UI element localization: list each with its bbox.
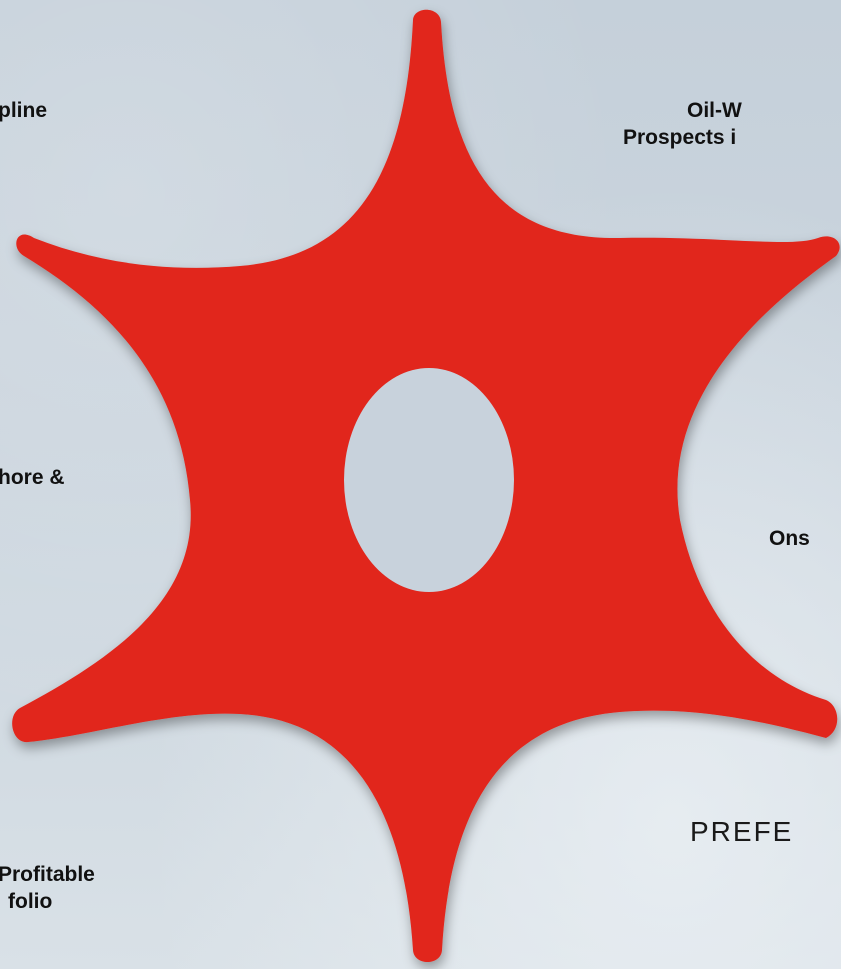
- label-middle-left-text: hore &: [0, 466, 65, 489]
- footer-text: PREFE: [690, 816, 794, 847]
- label-top-left-text: pline: [0, 99, 48, 122]
- label-top-left: pline: [0, 97, 47, 124]
- label-middle-right: Ons: [769, 525, 810, 552]
- label-bottom-left-line1: Profitable: [0, 863, 95, 886]
- label-bottom-left-line2: folio: [8, 890, 53, 913]
- label-top-right-line2: Prospects i: [623, 126, 737, 149]
- center-hole: [344, 368, 514, 592]
- label-middle-right-text: Ons: [769, 527, 810, 550]
- label-middle-left: hore &: [0, 464, 65, 491]
- label-bottom-left: Profitable folio: [0, 861, 95, 915]
- label-top-right: Oil-W Prospects i: [623, 97, 742, 151]
- label-top-right-line1: Oil-W: [687, 99, 742, 122]
